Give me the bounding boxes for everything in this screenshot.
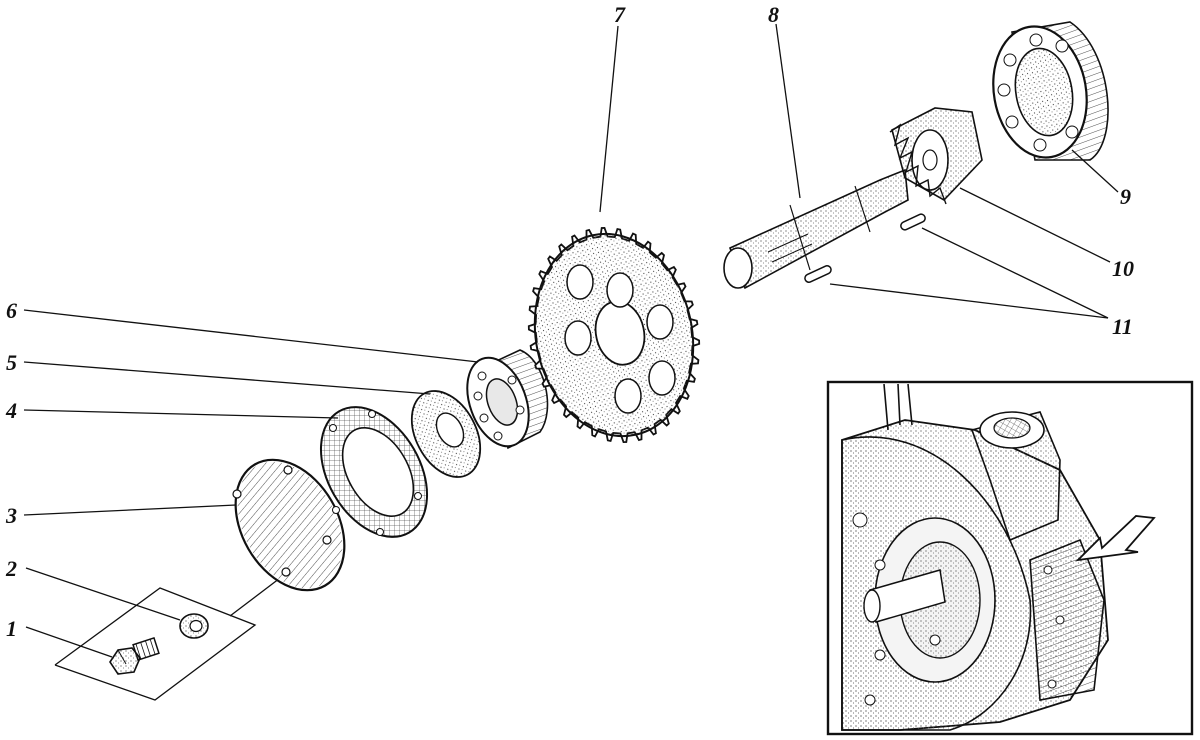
label-part-10: 10 — [1112, 256, 1134, 281]
inset-view — [826, 380, 1194, 736]
label-part-6: 6 — [6, 298, 17, 323]
label-part-2: 2 — [5, 556, 17, 581]
label-part-4: 4 — [5, 398, 17, 423]
spacer-ring-part — [410, 390, 482, 478]
shaft-part — [723, 168, 909, 290]
gasket-part — [319, 406, 429, 538]
bolt-part — [109, 637, 160, 675]
washer-part — [179, 613, 209, 639]
leader-lines — [23, 23, 1119, 658]
cover-plate-part — [232, 458, 346, 592]
bevel-gear-part — [889, 107, 983, 205]
key-parts — [804, 213, 926, 283]
label-part-5: 5 — [6, 350, 17, 375]
label-part-8: 8 — [768, 2, 779, 27]
fastener-bracket — [54, 587, 257, 701]
label-part-9: 9 — [1120, 184, 1131, 209]
large-bearing-part — [992, 21, 1109, 161]
pointer-arrow-icon — [1075, 515, 1156, 562]
label-part-3: 3 — [5, 503, 17, 528]
label-part-7: 7 — [614, 2, 626, 27]
label-part-11: 11 — [1112, 314, 1133, 339]
spur-gear-part — [527, 226, 701, 444]
label-part-1: 1 — [6, 616, 17, 641]
small-bearing-part — [466, 349, 549, 450]
